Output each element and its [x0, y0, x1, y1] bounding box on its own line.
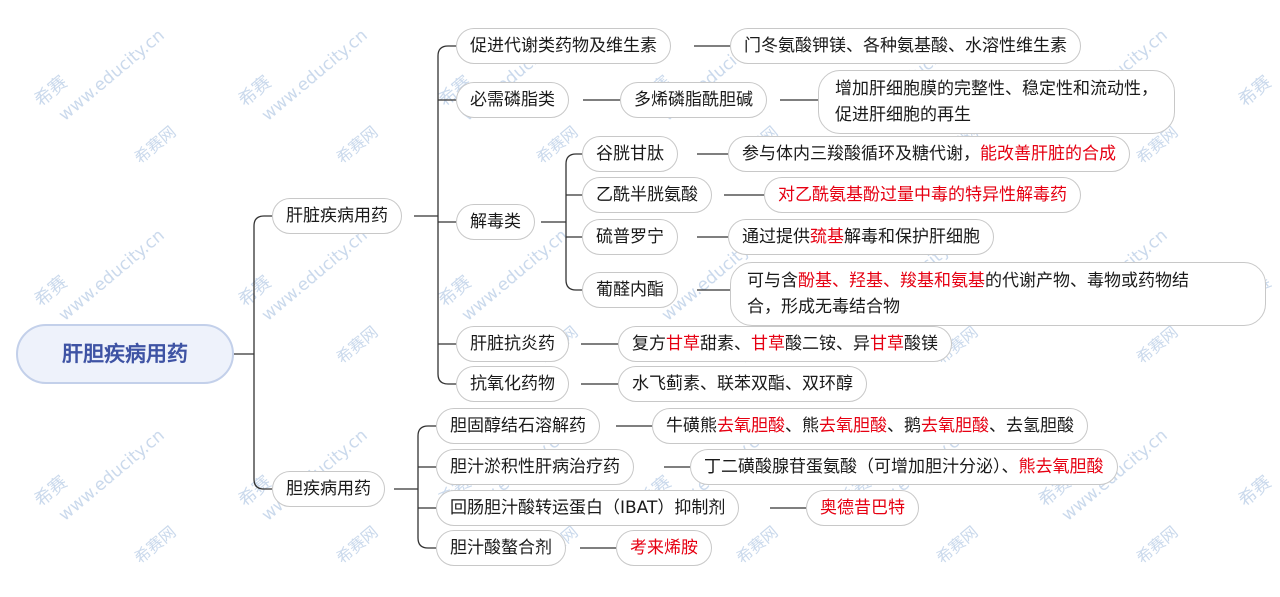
leaf-text: 酸镁 [904, 334, 938, 354]
leaf-antiinflam-node[interactable]: 复方甘草甜素、甘草酸二铵、异甘草酸镁 [618, 326, 952, 362]
leaf-antioxid-node[interactable]: 水飞蓟素、联苯双酯、双环醇 [618, 366, 867, 402]
leaf-cholestasis-node[interactable]: 丁二磺酸腺苷蛋氨酸（可增加胆汁分泌）、熊去氧胆酸 [690, 449, 1118, 485]
highlight-text: 能改善肝脏的合成 [980, 144, 1116, 164]
leaf-metabolism-node[interactable]: 门冬氨酸钾镁、各种氨基酸、水溶性维生素 [730, 28, 1081, 64]
drug-glucurolactone-node[interactable]: 葡醛内酯 [582, 272, 678, 308]
highlight-text: 去氧胆酸 [921, 416, 989, 436]
drug-gsh-node[interactable]: 谷胱甘肽 [582, 136, 678, 172]
leaf-gsh-node[interactable]: 参与体内三羧酸循环及糖代谢，能改善肝脏的合成 [728, 136, 1130, 172]
leaf-line: 促进肝细胞的再生 [835, 105, 971, 125]
highlight-text: 奥德昔巴特 [820, 498, 905, 518]
category-stone-node[interactable]: 胆固醇结石溶解药 [436, 408, 600, 444]
leaf-nac-node[interactable]: 对乙酰氨基酚过量中毒的特异性解毒药 [764, 177, 1081, 213]
category-chelator-node[interactable]: 胆汁酸螯合剂 [436, 530, 566, 566]
leaf-phospholipid-node[interactable]: 增加肝细胞膜的完整性、稳定性和流动性， 促进肝细胞的再生 [818, 70, 1175, 134]
highlight-text: 对乙酰氨基酚过量中毒的特异性解毒药 [778, 185, 1067, 205]
highlight-text: 甘草 [751, 334, 785, 354]
leaf-line: 合，形成无毒结合物 [747, 297, 900, 317]
drug-phospholipid-node[interactable]: 多烯磷脂酰胆碱 [620, 82, 767, 118]
drug-tiopronin-node[interactable]: 硫普罗宁 [582, 219, 678, 255]
category-antiinflam-node[interactable]: 肝脏抗炎药 [456, 326, 569, 362]
highlight-text: 甘草 [666, 334, 700, 354]
leaf-text: 的代谢产物、毒物或药物结 [985, 271, 1189, 291]
leaf-line: 增加肝细胞膜的完整性、稳定性和流动性， [835, 79, 1158, 99]
leaf-text: 牛磺熊 [666, 416, 717, 436]
leaf-glucurolactone-node[interactable]: 可与含酚基、羟基、羧基和氨基的代谢产物、毒物或药物结 合，形成无毒结合物 [730, 262, 1266, 326]
leaf-text: 可与含 [747, 271, 798, 291]
leaf-text: 、熊 [785, 416, 819, 436]
highlight-text: 巯基 [810, 227, 844, 247]
leaf-text: 酸二铵、异 [785, 334, 870, 354]
leaf-stone-node[interactable]: 牛磺熊去氧胆酸、熊去氧胆酸、鹅去氧胆酸、去氢胆酸 [652, 408, 1088, 444]
highlight-text: 去氧胆酸 [717, 416, 785, 436]
branch-liver-node[interactable]: 肝脏疾病用药 [272, 198, 402, 234]
leaf-line: 可与含酚基、羟基、羧基和氨基的代谢产物、毒物或药物结 [747, 268, 1249, 294]
leaf-chelator-node[interactable]: 考来烯胺 [616, 530, 712, 566]
leaf-text: 解毒和保护肝细胞 [844, 227, 980, 247]
leaf-text: 通过提供 [742, 227, 810, 247]
category-phospholipid-node[interactable]: 必需磷脂类 [456, 82, 569, 118]
category-ibat-node[interactable]: 回肠胆汁酸转运蛋白（IBAT）抑制剂 [436, 490, 740, 526]
leaf-tiopronin-node[interactable]: 通过提供巯基解毒和保护肝细胞 [728, 219, 994, 255]
category-antioxid-node[interactable]: 抗氧化药物 [456, 366, 569, 402]
leaf-text: 复方 [632, 334, 666, 354]
leaf-ibat-node[interactable]: 奥德昔巴特 [806, 490, 919, 526]
leaf-text: 丁二磺酸腺苷蛋氨酸（可增加胆汁分泌）、 [704, 457, 1019, 477]
root-node[interactable]: 肝胆疾病用药 [16, 324, 234, 384]
leaf-text: 参与体内三羧酸循环及糖代谢， [742, 144, 980, 164]
leaf-text: 、去氢胆酸 [989, 416, 1074, 436]
category-detox-node[interactable]: 解毒类 [456, 204, 535, 240]
highlight-text: 酚基、羟基、羧基和氨基 [798, 271, 985, 291]
drug-nac-node[interactable]: 乙酰半胱氨酸 [582, 177, 712, 213]
category-cholestasis-node[interactable]: 胆汁淤积性肝病治疗药 [436, 449, 634, 485]
leaf-text: 、鹅 [887, 416, 921, 436]
branch-gall-node[interactable]: 胆疾病用药 [272, 471, 385, 507]
category-metabolism-node[interactable]: 促进代谢类药物及维生素 [456, 28, 671, 64]
highlight-text: 熊去氧胆酸 [1018, 457, 1104, 477]
highlight-text: 去氧胆酸 [819, 416, 887, 436]
highlight-text: 甘草 [870, 334, 904, 354]
highlight-text: 考来烯胺 [630, 538, 698, 558]
leaf-text: 甜素、 [700, 334, 751, 354]
